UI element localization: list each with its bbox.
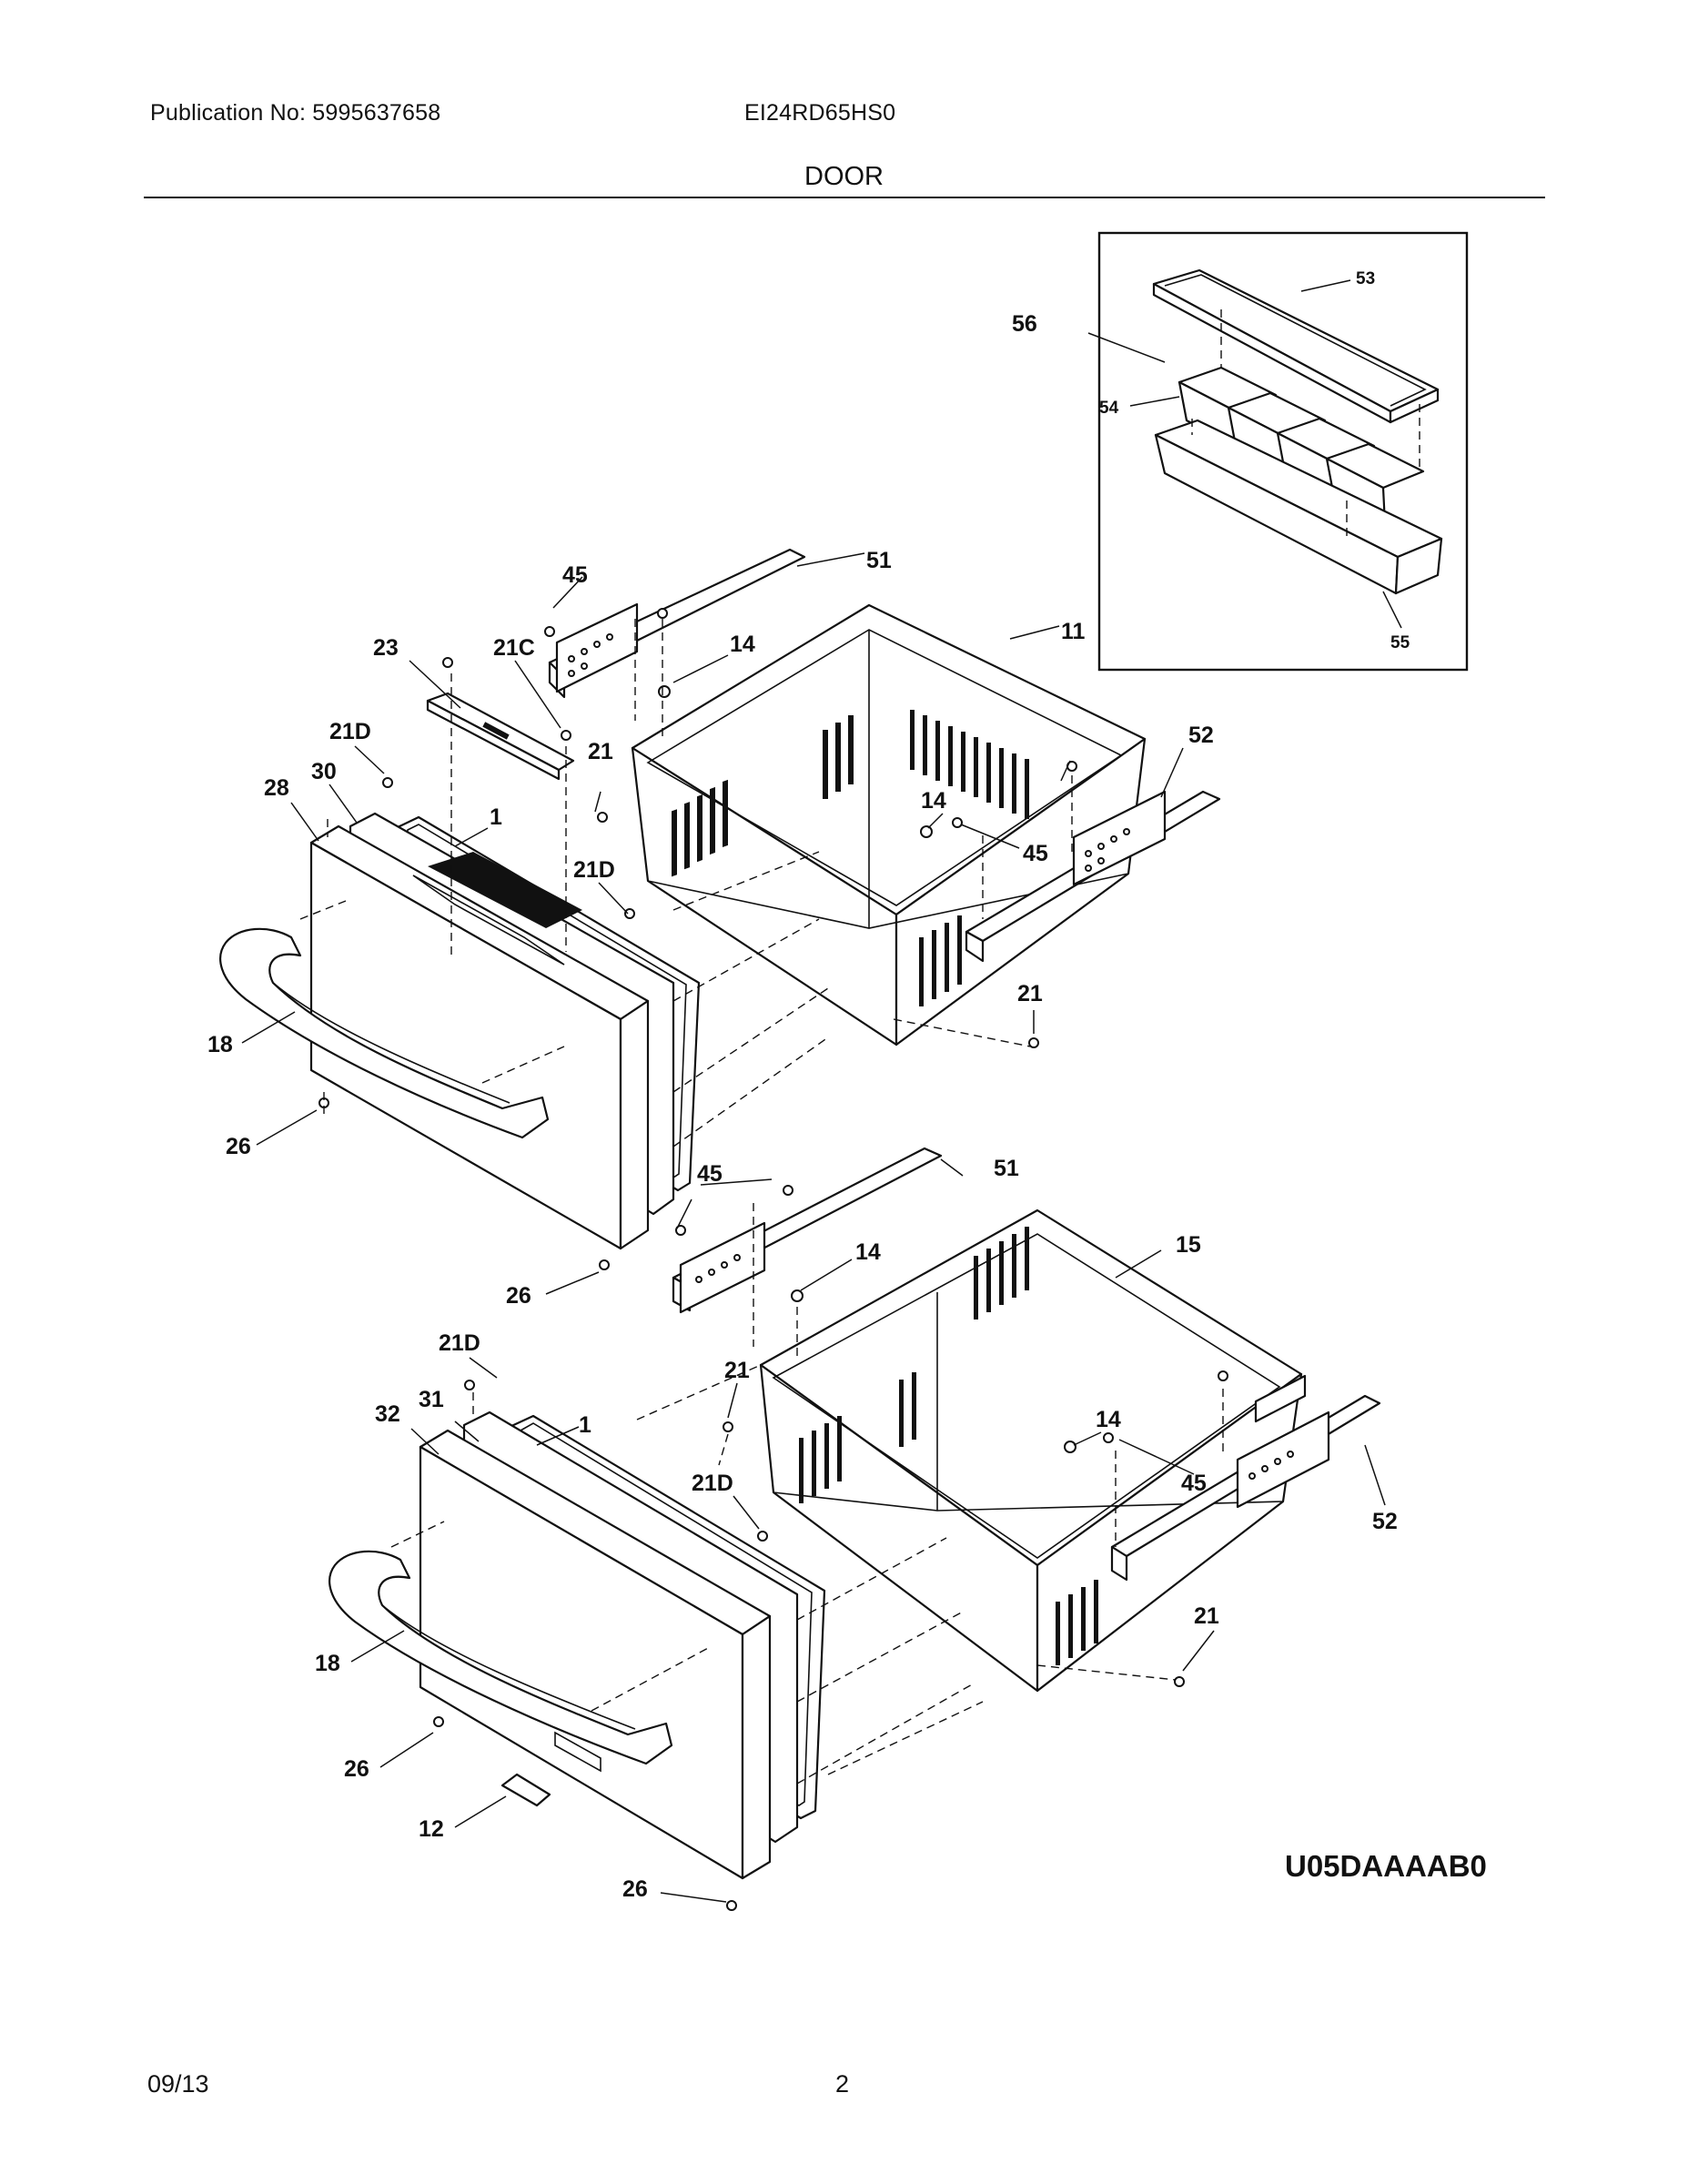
label-14-d: 14	[1096, 1407, 1121, 1432]
label-21-c: 21	[724, 1358, 750, 1383]
page-number: 2	[835, 2070, 850, 2098]
label-15: 15	[1176, 1232, 1201, 1258]
part-15-lower-bin	[759, 1208, 1303, 1693]
label-45-d: 45	[1181, 1471, 1207, 1496]
part-11-upper-bin	[631, 603, 1147, 1046]
part-12-badge	[500, 1773, 551, 1807]
label-26-c: 26	[344, 1756, 369, 1782]
label-26-a: 26	[226, 1134, 251, 1159]
bin-15-vent-slots	[799, 1227, 1098, 1665]
label-53: 53	[1356, 269, 1375, 288]
label-21-a: 21	[588, 739, 613, 764]
screws	[318, 608, 1228, 1911]
inset-frame	[1097, 231, 1469, 672]
label-14-a: 14	[730, 632, 755, 657]
label-26-b: 26	[506, 1283, 531, 1309]
label-52-b: 52	[1372, 1509, 1398, 1534]
bin-11-vent-slots	[672, 710, 1029, 1006]
label-21c: 21C	[493, 635, 535, 661]
publication-number: Publication No: 5995637658	[150, 100, 441, 126]
label-28: 28	[264, 775, 289, 801]
footer-date: 09/13	[147, 2070, 209, 2098]
label-1-a: 1	[490, 804, 502, 830]
diagram-code: U05DAAAAB0	[1285, 1849, 1487, 1883]
label-45-b: 45	[1023, 841, 1048, 866]
label-54: 54	[1099, 399, 1119, 418]
label-21d-a: 21D	[329, 719, 371, 744]
label-32: 32	[375, 1401, 400, 1427]
part-28-upper-door	[309, 824, 650, 1250]
leader-lines	[241, 552, 1386, 1903]
label-21-e: 21	[1194, 1603, 1219, 1629]
label-18-b: 18	[315, 1651, 340, 1676]
alignment-lines	[299, 619, 1224, 1785]
part-51-lower-left-rail	[672, 1147, 943, 1314]
label-18-a: 18	[207, 1032, 233, 1057]
label-45-a: 45	[562, 562, 588, 588]
part-32-lower-door	[419, 1429, 772, 1880]
label-51-a: 51	[866, 548, 892, 573]
label-45-c: 45	[697, 1161, 723, 1187]
label-56: 56	[1012, 311, 1037, 337]
part-53-lid	[1152, 268, 1440, 424]
label-52-a: 52	[1188, 723, 1214, 748]
part-55-tray	[1154, 419, 1443, 595]
part-52-lower-right-rail	[1110, 1374, 1381, 1582]
model-number: EI24RD65HS0	[744, 100, 896, 126]
part-51-upper-left-rail	[548, 548, 806, 699]
label-12: 12	[419, 1816, 444, 1842]
label-1-b: 1	[579, 1412, 591, 1438]
part-52-upper-right-rail	[965, 790, 1221, 963]
part-18-upper-handle	[219, 927, 550, 1139]
label-21-b: 21	[1017, 981, 1043, 1006]
label-30: 30	[311, 759, 337, 784]
label-26-d: 26	[622, 1876, 648, 1902]
label-23: 23	[373, 635, 399, 661]
part-18-lower-handle	[329, 1550, 673, 1765]
part-labels: 53 56 54 55 45 51 23 21C 14 11 21D 21 28…	[207, 269, 1487, 1902]
label-21d-b: 21D	[573, 857, 615, 883]
label-21d-c: 21D	[439, 1330, 480, 1356]
label-11: 11	[1061, 619, 1086, 644]
header-rule	[144, 197, 1545, 198]
page-title: DOOR	[804, 162, 884, 191]
label-55: 55	[1390, 633, 1410, 652]
label-21d-d: 21D	[692, 1471, 733, 1496]
label-51-b: 51	[994, 1156, 1019, 1181]
label-31: 31	[419, 1387, 444, 1412]
label-14-c: 14	[855, 1239, 881, 1265]
part-23-control-panel	[426, 692, 575, 781]
inset-bin-assembly	[1087, 231, 1469, 672]
label-14-b: 14	[921, 788, 946, 814]
